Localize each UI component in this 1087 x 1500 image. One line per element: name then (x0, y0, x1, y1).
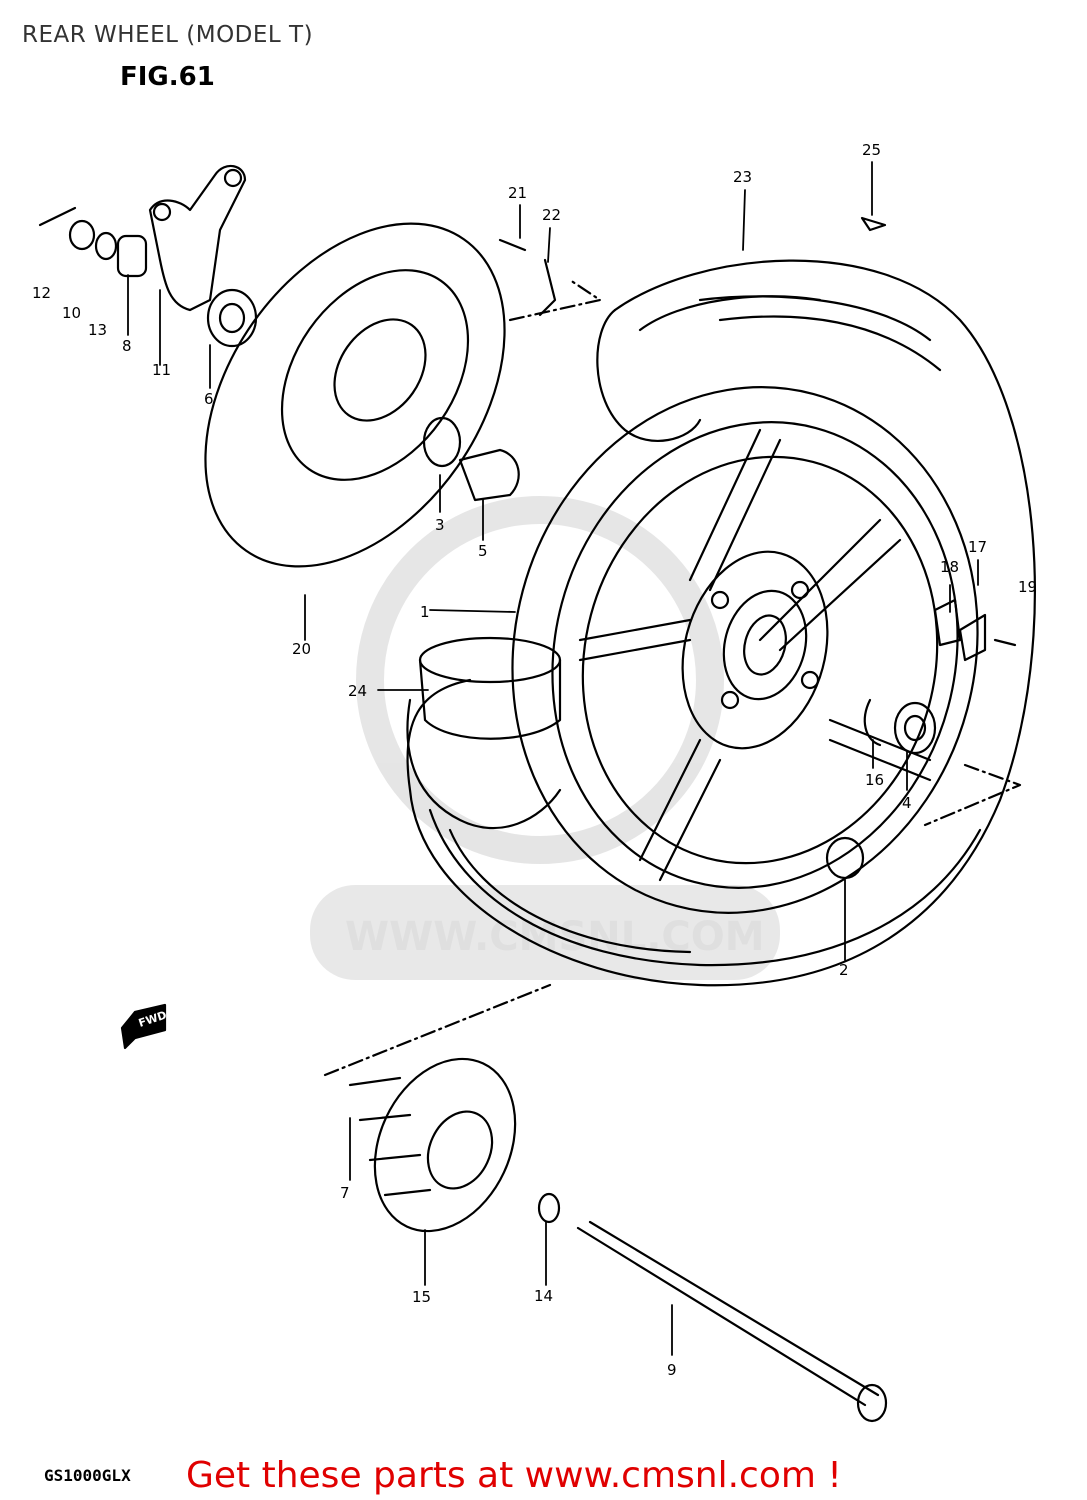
callout-7: 7 (340, 1184, 350, 1202)
watermark-logo: WWW.CMSNL.COM (310, 496, 780, 980)
fwd-arrow-icon (120, 1003, 167, 1050)
left-side-parts (38, 206, 520, 502)
axle (576, 1220, 888, 1423)
tire (406, 259, 1036, 987)
callout-1: 1 (420, 603, 430, 621)
inner-tube (418, 636, 562, 740)
callout-17: 17 (968, 538, 987, 556)
page-title: REAR WHEEL (MODEL T) (22, 22, 314, 48)
callout-23: 23 (733, 168, 752, 186)
wheel-rim (511, 386, 979, 914)
callout-25: 25 (862, 141, 881, 159)
callout-13: 13 (88, 321, 107, 339)
callout-3: 3 (435, 516, 445, 534)
callout-9: 9 (667, 1361, 677, 1379)
callout-5: 5 (478, 542, 488, 560)
callout-8: 8 (122, 337, 132, 355)
callout-14: 14 (534, 1287, 553, 1305)
callout-4: 4 (902, 794, 912, 812)
right-side-parts (498, 216, 1017, 880)
callout-19: 19 (1018, 578, 1037, 596)
figure-label: FIG.61 (120, 62, 215, 92)
callout-12: 12 (32, 284, 51, 302)
washer (537, 1192, 561, 1224)
leader-lines (127, 161, 979, 1356)
caliper-bracket (148, 164, 247, 312)
callout-22: 22 (542, 206, 561, 224)
wheel-hub (681, 550, 829, 750)
callout-18: 18 (940, 558, 959, 576)
callout-6: 6 (204, 390, 214, 408)
callout-16: 16 (865, 771, 884, 789)
brake-disc (204, 222, 506, 568)
callout-11: 11 (152, 361, 171, 379)
sprocket-hub (348, 1057, 517, 1233)
callout-21: 21 (508, 184, 527, 202)
callout-24: 24 (348, 682, 367, 700)
callout-labels: 1 2 3 4 5 6 7 8 9 10 11 12 13 14 15 16 1… (32, 141, 1037, 1379)
model-code: GS1000GLX (44, 1466, 131, 1485)
assembly-lines (323, 278, 1022, 1077)
callout-15: 15 (412, 1288, 431, 1306)
callout-10: 10 (62, 304, 81, 322)
promo-link[interactable]: Get these parts at www.cmsnl.com ! (186, 1455, 842, 1496)
callout-20: 20 (292, 640, 311, 658)
callout-2: 2 (839, 961, 849, 979)
